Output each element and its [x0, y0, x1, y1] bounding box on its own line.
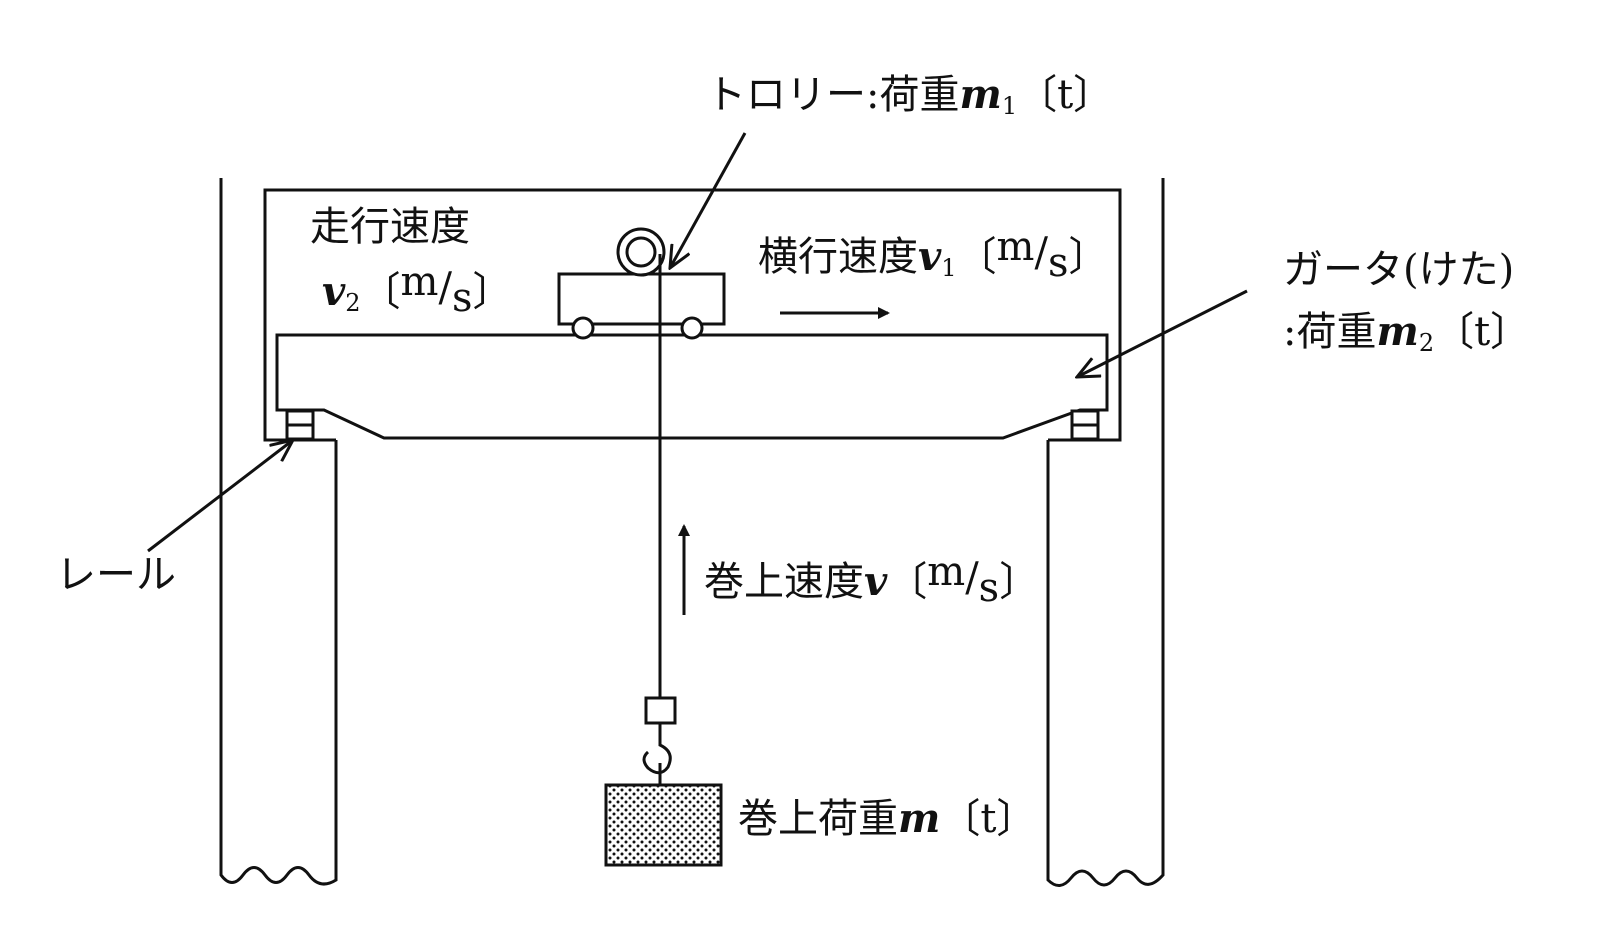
- hoist-load-block: [604, 783, 723, 867]
- right-column: [1046, 178, 1165, 887]
- left-column: [219, 178, 338, 886]
- trolley-pointer-arrow: [670, 132, 747, 268]
- girder: [275, 333, 1109, 440]
- trolley-label: トロリー:荷重m1〔t〕: [706, 71, 1113, 120]
- rail-block-left: [285, 409, 315, 441]
- girder-label-line1: ガータ(けた): [1283, 247, 1514, 293]
- travel-speed-label-line1: 走行速度: [310, 204, 470, 250]
- hoist-load-label: 巻上荷重m〔t〕: [738, 795, 1036, 842]
- rail-pointer-arrow: [147, 440, 293, 553]
- drum-icon: [616, 227, 666, 277]
- rail-label: レール: [56, 552, 176, 598]
- girder-label-line2: :荷重m2〔t〕: [1283, 308, 1530, 357]
- hoist-speed-label: 巻上速度v〔m/s〕: [704, 549, 1039, 611]
- hook-icon: [642, 723, 672, 775]
- girder-pointer-arrow: [1077, 289, 1248, 377]
- hook-block: [644, 696, 677, 725]
- travel-speed-label-line2: v2〔m/s〕: [322, 259, 512, 321]
- rail-block-right: [1070, 409, 1100, 441]
- traverse-speed-label: 横行速度v1〔m/s〕: [758, 224, 1108, 286]
- trolley: [557, 227, 726, 340]
